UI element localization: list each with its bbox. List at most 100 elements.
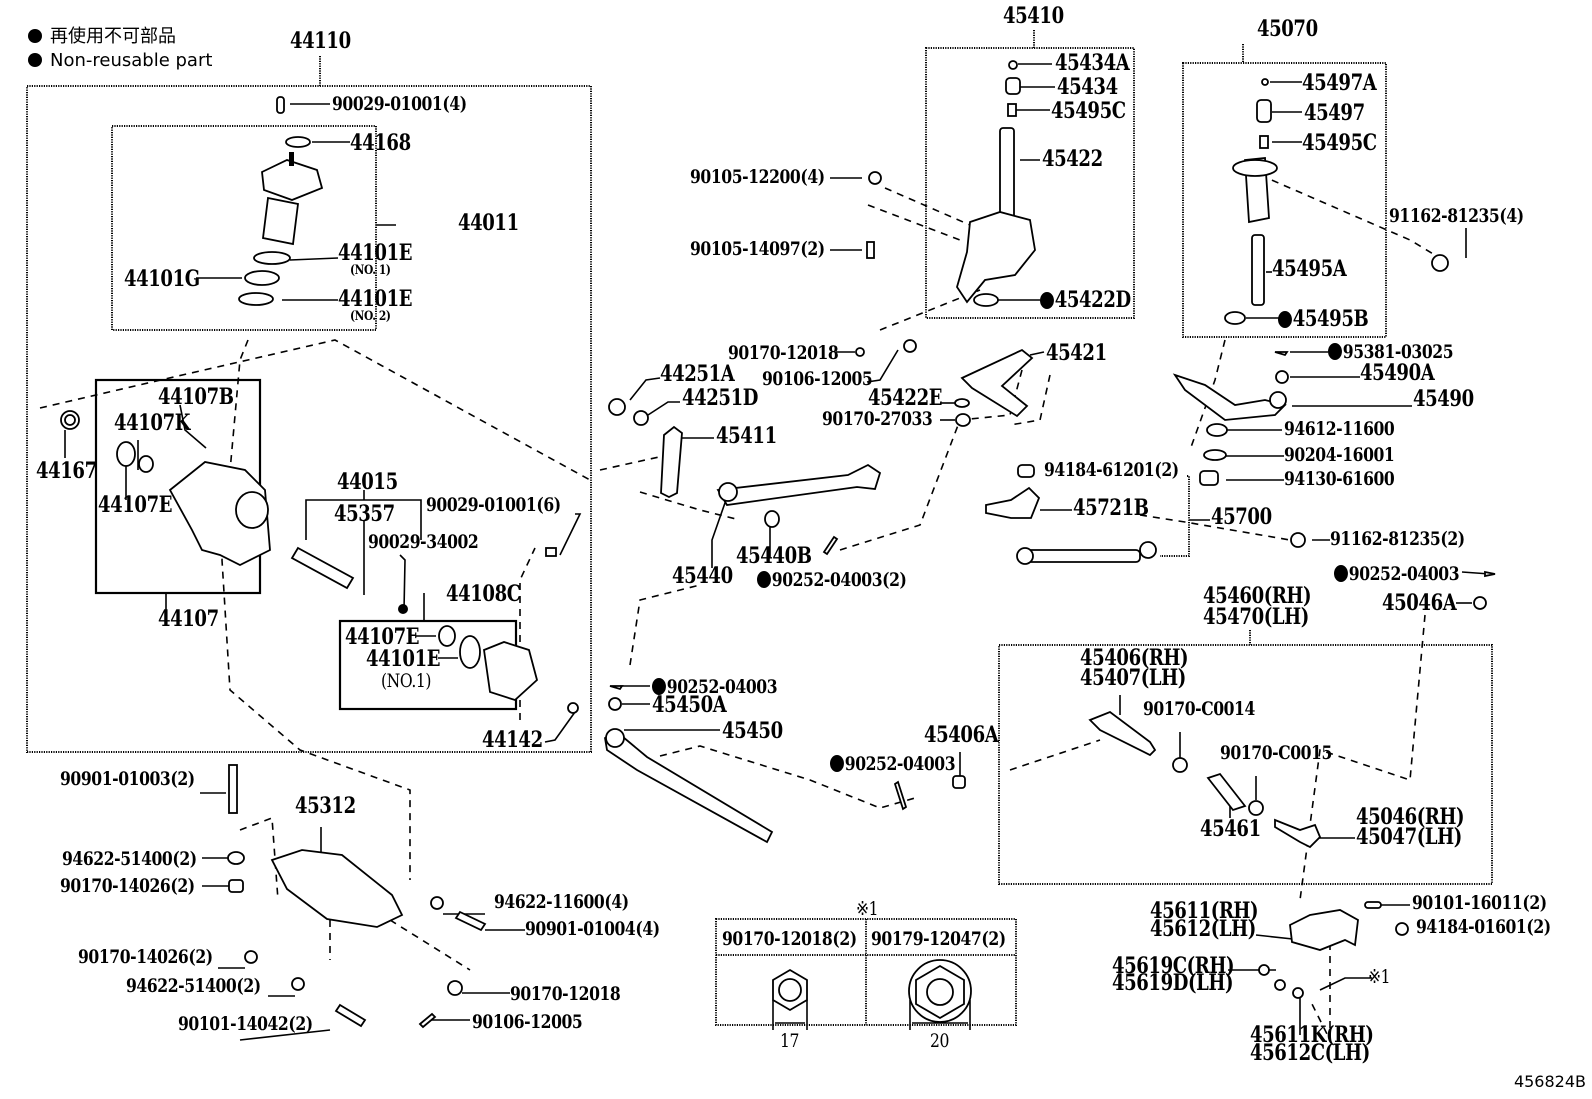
callout-45440B[interactable]: 45440B — [736, 543, 812, 569]
callout-45470-lh[interactable]: 45470(LH) — [1203, 604, 1309, 630]
callout-44011[interactable]: 44011 — [458, 210, 519, 236]
callout-45434A[interactable]: 45434A — [1055, 50, 1130, 76]
callout-45312[interactable]: 45312 — [295, 793, 356, 819]
callout-45046-rh[interactable]: 45046(RH) — [1356, 804, 1465, 830]
callout-44108C[interactable]: 44108C — [446, 581, 521, 607]
callout-45497[interactable]: 45497 — [1304, 100, 1365, 126]
callout-90252-04003-r-text: 90252-04003 — [1348, 563, 1460, 585]
callout-90901-01004[interactable]: 90901-01004(4) — [525, 918, 660, 940]
callout-45406-rh[interactable]: 45406(RH) — [1080, 645, 1189, 671]
callout-45357[interactable]: 45357 — [334, 501, 395, 527]
callout-45612-lh[interactable]: 45612(LH) — [1150, 916, 1256, 942]
callout-44110[interactable]: 44110 — [290, 28, 351, 54]
callout-45421[interactable]: 45421 — [1046, 340, 1107, 366]
callout-44015[interactable]: 44015 — [337, 469, 398, 495]
callout-45497A[interactable]: 45497A — [1302, 70, 1377, 96]
callout-44107[interactable]: 44107 — [158, 606, 219, 632]
callout-90170-14026-a[interactable]: 90170-14026(2) — [60, 875, 195, 897]
callout-90252-04003-l[interactable]: 90252-04003 — [652, 678, 778, 697]
callout-90170-27033[interactable]: 90170-27033 — [822, 408, 933, 430]
callout-90029-34002[interactable]: 90029-34002 — [368, 531, 479, 553]
callout-90029-01001-6[interactable]: 90029-01001(6) — [426, 494, 561, 516]
callout-44251D[interactable]: 44251D — [682, 385, 758, 411]
callout-45406A[interactable]: 45406A — [924, 722, 999, 748]
note-table-col2-part[interactable]: 90179-12047(2) — [871, 928, 1006, 950]
callout-45407-lh[interactable]: 45407(LH) — [1080, 665, 1186, 691]
callout-45619D-lh[interactable]: 45619D(LH) — [1112, 970, 1234, 996]
callout-45700[interactable]: 45700 — [1211, 504, 1272, 530]
callout-44168[interactable]: 44168 — [350, 130, 411, 156]
callout-45495C-b[interactable]: 45495C — [1302, 130, 1377, 156]
callout-90901-01003[interactable]: 90901-01003(2) — [60, 768, 195, 790]
callout-45490[interactable]: 45490 — [1413, 386, 1474, 412]
callout-90106-12005-b[interactable]: 90106-12005 — [472, 1011, 583, 1033]
callout-45495B[interactable]: 45495B — [1278, 308, 1369, 330]
callout-45410[interactable]: 45410 — [1003, 3, 1064, 29]
callout-90252-04003-2[interactable]: 90252-04003(2) — [757, 571, 907, 590]
callout-94622-11600[interactable]: 94622-11600(4) — [494, 891, 629, 913]
callout-44142[interactable]: 44142 — [482, 727, 543, 753]
callout-45495C-a[interactable]: 45495C — [1051, 98, 1126, 124]
callout-90101-16011[interactable]: 90101-16011(2) — [1412, 892, 1547, 914]
callout-45619C-rh[interactable]: 45619C(RH) — [1112, 953, 1235, 979]
callout-44107E-b[interactable]: 44107E — [345, 624, 420, 650]
callout-45047-lh[interactable]: 45047(LH) — [1356, 824, 1462, 850]
callout-45440[interactable]: 45440 — [672, 563, 733, 589]
callout-44101E-c[interactable]: 44101E — [366, 646, 441, 672]
callout-94622-51400-b[interactable]: 94622-51400(2) — [126, 975, 261, 997]
callout-45046A[interactable]: 45046A — [1382, 590, 1457, 616]
note-table-col1-part[interactable]: 90170-12018(2) — [722, 928, 857, 950]
callout-94184-61201[interactable]: 94184-61201(2) — [1044, 459, 1179, 481]
note-table-col2-size: 20 — [930, 1030, 950, 1052]
callout-44101G[interactable]: 44101G — [124, 266, 200, 292]
callout-90252-04003-r[interactable]: 90252-04003 — [1334, 563, 1460, 585]
note-table-marker: ※1 — [856, 898, 879, 920]
callout-44107K[interactable]: 44107K — [114, 410, 190, 436]
callout-94612-11600[interactable]: 94612-11600 — [1284, 418, 1395, 440]
callout-45490A[interactable]: 45490A — [1360, 360, 1435, 386]
callout-90029-01001-4[interactable]: 90029-01001(4) — [332, 93, 467, 115]
callout-44101E-no2[interactable]: 44101E — [338, 286, 413, 312]
callout-91162-81235-2[interactable]: 91162-81235(2) — [1330, 528, 1465, 550]
callout-90204-16001[interactable]: 90204-16001 — [1284, 444, 1395, 466]
callout-44251A[interactable]: 44251A — [660, 361, 735, 387]
callout-90105-12200[interactable]: 90105-12200(4) — [690, 166, 825, 188]
callout-45422D[interactable]: 45422D — [1040, 289, 1131, 311]
callout-44101E-no1[interactable]: 44101E — [338, 240, 413, 266]
callout-45611-rh[interactable]: 45611(RH) — [1150, 898, 1259, 924]
callout-45434[interactable]: 45434 — [1057, 74, 1118, 100]
callout-91162-81235-4[interactable]: 91162-81235(4) — [1389, 205, 1524, 227]
callout-45411[interactable]: 45411 — [716, 423, 777, 449]
callout-45611K-rh[interactable]: 45611K(RH) — [1250, 1022, 1374, 1048]
callout-90105-14097[interactable]: 90105-14097(2) — [690, 238, 825, 260]
callout-44107B[interactable]: 44107B — [158, 384, 234, 410]
callout-45460-rh[interactable]: 45460(RH) — [1203, 583, 1312, 609]
callout-90252-04003-m[interactable]: 90252-04003 — [830, 755, 956, 774]
callout-45070[interactable]: 45070 — [1257, 16, 1318, 42]
callout-45495A[interactable]: 45495A — [1272, 256, 1347, 282]
callout-94184-01601[interactable]: 94184-01601(2) — [1416, 916, 1551, 938]
callout-90170-C0015[interactable]: 90170-C0015 — [1220, 742, 1332, 764]
part-glyphs — [60, 60, 1496, 1029]
callout-44107E-a[interactable]: 44107E — [98, 492, 173, 518]
callout-90106-12005-a[interactable]: 90106-12005 — [762, 368, 873, 390]
callout-45450A[interactable]: 45450A — [652, 692, 727, 718]
callout-44167[interactable]: 44167 — [36, 458, 97, 484]
box-44011 — [111, 125, 377, 331]
callout-90170-12018-a[interactable]: 90170-12018 — [728, 342, 839, 364]
callout-90170-C0014[interactable]: 90170-C0014 — [1143, 698, 1255, 720]
callout-90170-14026-b[interactable]: 90170-14026(2) — [78, 946, 213, 968]
callout-90170-12018-b[interactable]: 90170-12018 — [510, 983, 621, 1005]
callout-45461[interactable]: 45461 — [1200, 816, 1261, 842]
callout-94622-51400-a[interactable]: 94622-51400(2) — [62, 848, 197, 870]
callout-45612C-lh[interactable]: 45612C(LH) — [1250, 1040, 1370, 1066]
callout-94130-61600[interactable]: 94130-61600 — [1284, 468, 1395, 490]
callout-45422E[interactable]: 45422E — [868, 385, 943, 411]
callout-45721B[interactable]: 45721B — [1073, 495, 1149, 521]
callout-45422[interactable]: 45422 — [1042, 146, 1103, 172]
callout-90101-14042[interactable]: 90101-14042(2) — [178, 1013, 313, 1035]
non-reusable-bullet-icon — [28, 29, 42, 43]
callout-45450[interactable]: 45450 — [722, 718, 783, 744]
callout-95381-03025[interactable]: 95381-03025 — [1328, 343, 1454, 362]
